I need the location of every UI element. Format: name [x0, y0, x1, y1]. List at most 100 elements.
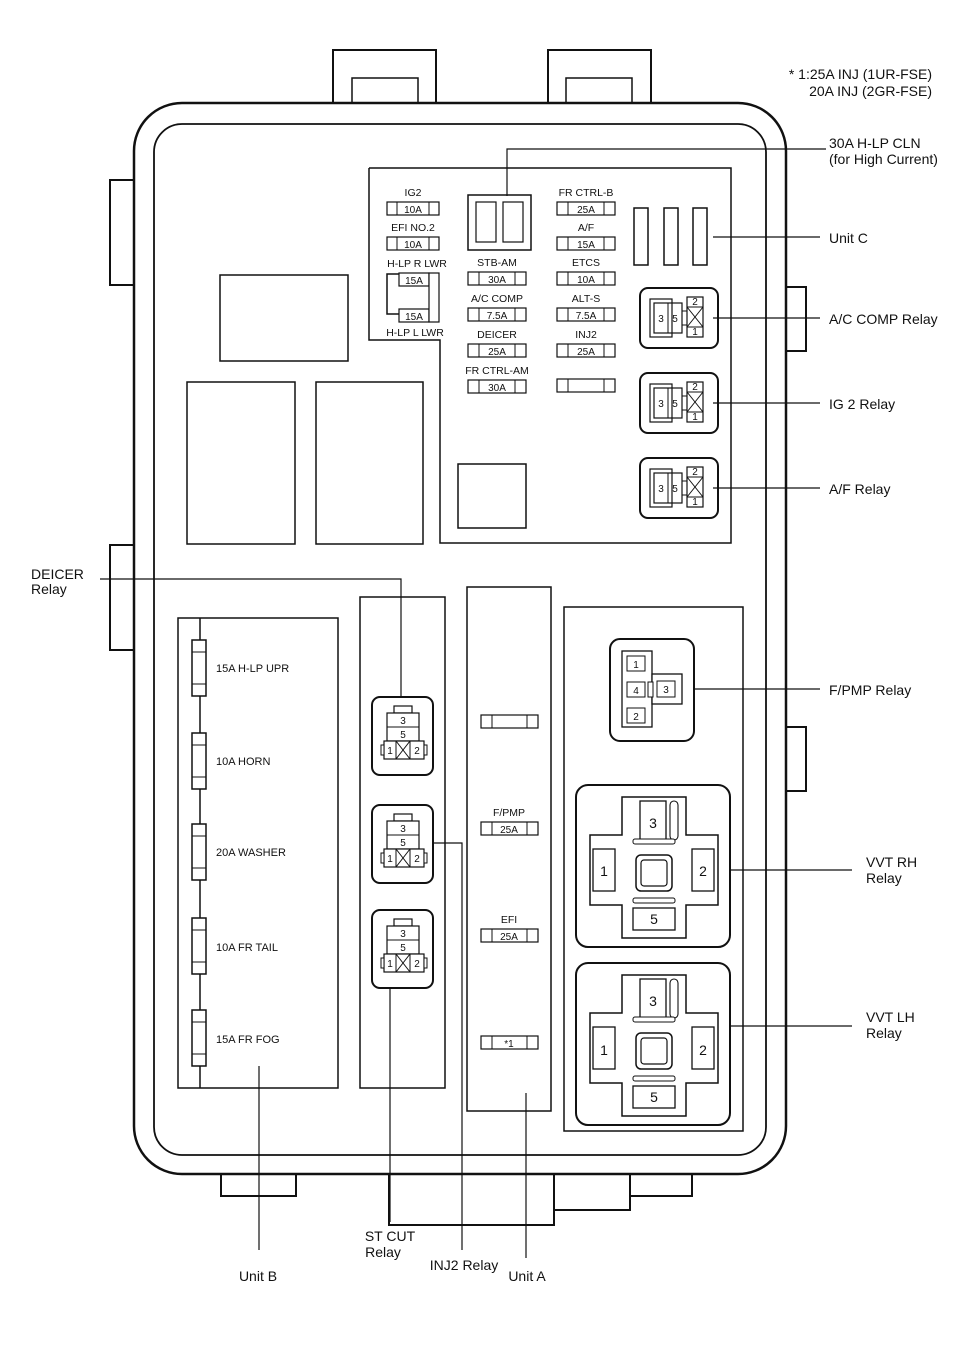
- callout-vvt-rh: VVT RH: [866, 854, 917, 870]
- svg-text:2: 2: [692, 382, 698, 393]
- svg-text:2: 2: [414, 854, 420, 865]
- fuse-stb-am[interactable]: STB-AM 30A: [467, 257, 527, 286]
- unit-a-fuse-spare[interactable]: [480, 714, 539, 729]
- callout-st-cut: ST CUT: [365, 1228, 416, 1244]
- unit-b-fuse-1[interactable]: 15A H-LP UPR: [191, 639, 289, 697]
- fuse-spare[interactable]: [556, 378, 616, 393]
- vvt-rh-relay[interactable]: 3 1 2 5: [575, 784, 731, 948]
- svg-text:5: 5: [400, 943, 406, 954]
- spare-fuse-slots[interactable]: [633, 207, 708, 266]
- fuse-inj-star[interactable]: *1: [480, 1035, 539, 1050]
- svg-text:1: 1: [600, 1042, 608, 1058]
- svg-text:EFI: EFI: [501, 914, 517, 926]
- fuse-af[interactable]: A/F 15A: [556, 222, 616, 251]
- svg-text:3: 3: [658, 484, 664, 495]
- svg-text:DEICER: DEICER: [477, 329, 517, 341]
- housing-blocks: [186, 274, 527, 545]
- svg-text:25A: 25A: [577, 347, 595, 358]
- st-cut-relay[interactable]: 3 5 1 2: [371, 909, 434, 989]
- svg-text:FR CTRL-AM: FR CTRL-AM: [465, 365, 529, 377]
- callout-vvt-lh: VVT LH: [866, 1009, 915, 1025]
- svg-text:1: 1: [692, 497, 698, 508]
- svg-text:5: 5: [650, 911, 658, 927]
- fuse-alt-s[interactable]: ALT-S 7.5A: [556, 293, 616, 322]
- fuse-efi[interactable]: EFI 25A: [480, 914, 539, 943]
- svg-text:7.5A: 7.5A: [576, 311, 597, 322]
- callout-unit-c: Unit C: [829, 230, 868, 246]
- fuse-ac-comp[interactable]: A/C COMP 7.5A: [467, 293, 527, 322]
- svg-text:1: 1: [633, 660, 639, 671]
- unit-b-fuse-2[interactable]: 10A HORN: [191, 732, 270, 790]
- fuse-ig2[interactable]: IG2 10A: [386, 187, 440, 216]
- deicer-relay[interactable]: 3 5 1 2: [371, 696, 434, 776]
- vvt-lh-relay[interactable]: 3 1 2 5: [575, 962, 731, 1126]
- fuse-etcs[interactable]: ETCS 10A: [556, 257, 616, 286]
- fuse-hlp-cln[interactable]: [467, 194, 532, 251]
- ac-comp-relay[interactable]: 3 5 2 1: [639, 287, 719, 349]
- fuse-inj2[interactable]: INJ2 25A: [556, 329, 616, 358]
- callout-ac-comp-relay: A/C COMP Relay: [829, 311, 938, 327]
- fuse-fr-ctrl-b[interactable]: FR CTRL-B 25A: [556, 187, 616, 216]
- svg-text:3: 3: [658, 314, 664, 325]
- svg-text:3: 3: [400, 929, 406, 940]
- fuse-hlp-r-lwr-label: H-LP R LWR: [387, 258, 447, 270]
- svg-text:2: 2: [633, 712, 639, 723]
- svg-text:2: 2: [699, 1042, 707, 1058]
- svg-text:5: 5: [650, 1089, 658, 1105]
- note-line-2: 20A INJ (2GR-FSE): [809, 83, 932, 99]
- callout-fpmp-relay: F/PMP Relay: [829, 682, 911, 698]
- unit-b-fuse-4[interactable]: 10A FR TAIL: [191, 917, 278, 975]
- fuse-deicer[interactable]: DEICER 25A: [467, 329, 527, 358]
- svg-text:10A: 10A: [577, 275, 595, 286]
- svg-text:25A: 25A: [500, 825, 518, 836]
- unit-a-panel: [466, 586, 552, 1112]
- callout-hlp-cln: 30A H-LP CLN: [829, 135, 921, 151]
- svg-text:3: 3: [649, 993, 657, 1009]
- svg-text:1: 1: [387, 959, 393, 970]
- svg-text:1: 1: [692, 327, 698, 338]
- svg-text:5: 5: [672, 399, 678, 410]
- ig2-relay[interactable]: 3 5 2 1: [639, 372, 719, 434]
- svg-text:2: 2: [692, 297, 698, 308]
- unit-b-fuse-3[interactable]: 20A WASHER: [191, 823, 286, 881]
- fpmp-relay[interactable]: 1 4 2 3: [609, 638, 695, 742]
- callout-inj2-relay: INJ2 Relay: [430, 1257, 498, 1273]
- unit-b-fuse-5[interactable]: 15A FR FOG: [191, 1009, 280, 1067]
- inj2-relay[interactable]: 3 5 1 2: [371, 804, 434, 884]
- svg-text:3: 3: [400, 716, 406, 727]
- svg-text:FR CTRL-B: FR CTRL-B: [559, 187, 614, 199]
- svg-text:3: 3: [649, 815, 657, 831]
- fuse-hlp-lwr-pair[interactable]: H-LP R LWR 15A 15A H-LP L LWR: [386, 258, 447, 339]
- svg-text:5: 5: [672, 314, 678, 325]
- svg-text:2: 2: [414, 746, 420, 757]
- svg-text:1: 1: [692, 412, 698, 423]
- callout-ig2-relay: IG 2 Relay: [829, 396, 895, 412]
- svg-text:3: 3: [400, 824, 406, 835]
- svg-text:ALT-S: ALT-S: [572, 293, 600, 305]
- svg-text:10A: 10A: [404, 205, 422, 216]
- svg-text:5: 5: [400, 838, 406, 849]
- svg-text:STB-AM: STB-AM: [477, 257, 517, 269]
- af-relay[interactable]: 3 5 2 1: [639, 457, 719, 519]
- svg-text:2: 2: [692, 467, 698, 478]
- svg-text:1: 1: [387, 746, 393, 757]
- fuse-fr-ctrl-am[interactable]: FR CTRL-AM 30A: [465, 365, 529, 394]
- svg-text:10A: 10A: [404, 240, 422, 251]
- svg-text:2: 2: [414, 959, 420, 970]
- fuse-hlp-l-lwr-label: H-LP L LWR: [386, 327, 444, 339]
- svg-text:25A: 25A: [488, 347, 506, 358]
- svg-text:10A FR TAIL: 10A FR TAIL: [216, 942, 278, 954]
- callout-vvt-rh-2: Relay: [866, 870, 902, 886]
- svg-text:A/F: A/F: [578, 222, 594, 234]
- svg-text:30A: 30A: [488, 275, 506, 286]
- svg-text:F/PMP: F/PMP: [493, 807, 525, 819]
- fuse-fpmp[interactable]: F/PMP 25A: [480, 807, 539, 836]
- unit-c-panel: IG2 10A EFI NO.2 10A H-LP R LWR 15A 15A …: [368, 167, 732, 544]
- callout-unit-a: Unit A: [508, 1268, 546, 1284]
- svg-text:A/C COMP: A/C COMP: [471, 293, 523, 305]
- svg-text:INJ2: INJ2: [575, 329, 597, 341]
- svg-text:EFI NO.2: EFI NO.2: [391, 222, 435, 234]
- svg-text:5: 5: [400, 730, 406, 741]
- fuse-efi-no2[interactable]: EFI NO.2 10A: [386, 222, 440, 251]
